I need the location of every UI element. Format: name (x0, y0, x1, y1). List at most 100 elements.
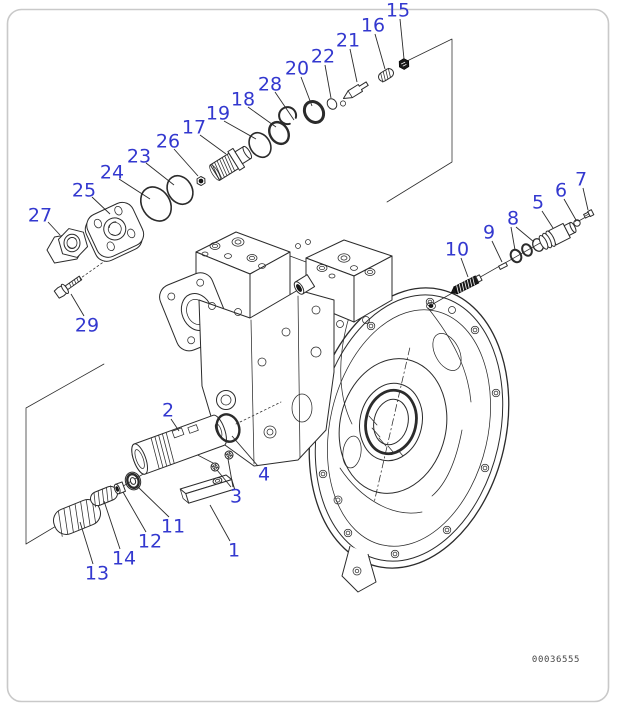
part-9-pin (498, 262, 508, 270)
part-24-o-ring (139, 186, 173, 222)
callout-24: 24 (100, 162, 124, 184)
pump-body (159, 231, 436, 467)
callout-28-leader (274, 91, 295, 121)
part-23-o-ring (166, 174, 194, 206)
center-line (373, 347, 411, 504)
bore-hatch (368, 415, 404, 457)
callout-3-leader (227, 458, 234, 488)
callout-1-leader (209, 504, 231, 542)
part-16-spring (378, 67, 394, 83)
part-6-ball (573, 219, 581, 227)
callout-23: 23 (127, 146, 151, 168)
callout-26: 26 (156, 131, 180, 153)
part-3-screws (210, 450, 234, 472)
callout-11: 11 (161, 516, 185, 538)
callout-28: 28 (258, 74, 282, 96)
callout-12-leader (122, 491, 147, 533)
part-28-snap-ring (278, 106, 298, 126)
part-17-plug (209, 145, 253, 181)
callout-7: 7 (575, 169, 587, 191)
callout-24-leader (118, 178, 151, 200)
part-4-o-ring (215, 413, 241, 443)
callout-22: 22 (311, 46, 335, 68)
callout-14: 14 (112, 548, 136, 570)
callout-3: 3 (230, 486, 242, 508)
part-27-nut (46, 228, 89, 264)
callout-29: 29 (75, 315, 99, 337)
figure-code: 00036555 (532, 655, 580, 665)
callout-10: 10 (445, 239, 469, 261)
callout-17-leader (199, 134, 227, 155)
callout-17: 17 (182, 117, 206, 139)
part-12-nut (113, 481, 126, 495)
parts (46, 58, 595, 537)
callout-16: 16 (361, 15, 385, 37)
callout-23-leader (145, 162, 175, 186)
part-13-spring (52, 497, 102, 537)
callout-21-leader (349, 48, 358, 83)
callout-3-leader (216, 469, 232, 488)
part-25-flange (84, 201, 145, 262)
port-boss (293, 274, 316, 295)
callout-14-leader (103, 500, 121, 550)
callout-25: 25 (72, 180, 96, 202)
callout-9: 9 (483, 222, 495, 244)
part-10-valve (450, 274, 483, 295)
rear-cover-ports (295, 239, 376, 279)
callout-21: 21 (336, 30, 360, 52)
part-7-screw (583, 209, 595, 219)
callout-9-leader (491, 240, 503, 263)
page-frame (6, 8, 610, 703)
part-15-nut (398, 58, 410, 70)
callout-26-leader (173, 148, 199, 177)
callout-18: 18 (231, 89, 255, 111)
callout-15-leader (399, 18, 405, 60)
callout-29-leader (70, 293, 85, 317)
callout-1: 1 (228, 540, 240, 562)
callout-22-leader (324, 64, 332, 99)
callout-2-leader (170, 418, 180, 432)
part-1-plate (179, 474, 236, 504)
callout-16-leader (374, 33, 386, 70)
housing-ribs (333, 306, 472, 514)
part-20-o-ring (302, 100, 326, 124)
port-boss-right (426, 302, 436, 310)
part-18-o-ring (268, 120, 290, 146)
callout-18-leader (247, 106, 277, 128)
callout-20-leader (300, 76, 313, 107)
callout-12: 12 (138, 531, 162, 553)
part-22-ring (326, 98, 338, 110)
part-11-washer (124, 471, 142, 491)
callout-15: 15 (386, 0, 410, 22)
callout-27-leader (47, 221, 61, 236)
callout-5-leader (541, 210, 554, 229)
callout-27: 27 (28, 205, 52, 227)
callout-8-leader (510, 226, 516, 251)
housing-foot (341, 545, 377, 593)
callout-4: 4 (258, 464, 270, 486)
part-29-bolt (53, 275, 83, 299)
callout-20: 20 (285, 58, 309, 80)
callout-8-leader (515, 226, 535, 243)
callout-4-leader (231, 435, 259, 467)
callout-8: 8 (507, 208, 519, 230)
callout-2: 2 (162, 400, 174, 422)
rim-bolt-holes (318, 297, 501, 559)
callout-19: 19 (206, 103, 230, 125)
callout-7-leader (582, 187, 589, 211)
front-cover-ports (201, 237, 266, 269)
flywheel-housing (308, 287, 510, 593)
callout-6-leader (563, 198, 577, 221)
part-26-nut (196, 176, 206, 186)
callout-25-leader (91, 196, 111, 215)
part-21-needle-valve (340, 81, 369, 107)
part-14-spring (90, 485, 118, 508)
callout-5: 5 (532, 192, 544, 214)
callout-13: 13 (85, 563, 109, 585)
callout-10-leader (460, 257, 469, 278)
callout-11-leader (136, 485, 170, 518)
part-19-o-ring (248, 131, 272, 159)
